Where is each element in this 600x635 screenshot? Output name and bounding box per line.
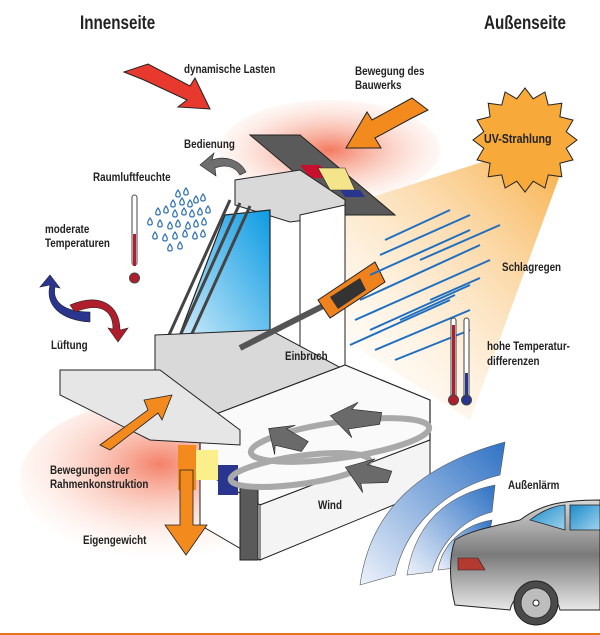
heading-outside: Außenseite bbox=[484, 13, 566, 34]
thermometer-cold bbox=[461, 317, 472, 406]
ventilation-arrow-blue bbox=[39, 274, 91, 323]
label-operation: Bedienung bbox=[184, 137, 235, 151]
droplet bbox=[177, 240, 183, 250]
sun-uv bbox=[472, 87, 578, 193]
label-building-movement-1: Bewegung des bbox=[355, 64, 425, 78]
driving-rain bbox=[349, 209, 501, 361]
pane-2 bbox=[168, 202, 242, 359]
label-driving-rain: Schlagregen bbox=[502, 260, 562, 274]
droplet bbox=[197, 206, 203, 216]
label-uv-radiation: UV-Strahlung bbox=[484, 131, 552, 146]
droplet bbox=[200, 192, 206, 202]
label-frame-movement-1: Bewegungen der bbox=[50, 463, 130, 477]
seal-blue bbox=[340, 190, 365, 197]
droplet bbox=[181, 206, 187, 216]
humidity-droplets bbox=[147, 186, 211, 252]
droplet bbox=[179, 196, 185, 206]
label-outside-noise: Außenlärm bbox=[508, 478, 560, 492]
layer-yellow bbox=[196, 450, 218, 480]
label-room-humidity: Raumluftfeuchte bbox=[93, 170, 171, 184]
droplet bbox=[163, 204, 169, 214]
droplet bbox=[185, 220, 191, 230]
droplet bbox=[201, 216, 207, 226]
droplet bbox=[193, 218, 199, 228]
label-frame-movement-2: Rahmenkonstruktion bbox=[50, 477, 149, 491]
label-building-movement-2: Bauwerks bbox=[355, 78, 402, 92]
droplet bbox=[152, 230, 158, 240]
label-ventilation: Lüftung bbox=[51, 338, 88, 352]
droplet bbox=[147, 216, 153, 226]
label-wind: Wind bbox=[318, 498, 342, 512]
label-burglary: Einbruch bbox=[285, 349, 328, 363]
arrow-dynamic-loads bbox=[122, 63, 211, 110]
droplet bbox=[189, 208, 195, 218]
droplet bbox=[172, 208, 178, 218]
label-moderate-temp-2: Temperaturen bbox=[45, 236, 110, 250]
label-dynamic-loads: dynamische Lasten bbox=[184, 62, 276, 76]
droplet bbox=[183, 186, 189, 196]
droplet bbox=[157, 218, 163, 228]
thermometer-moderate bbox=[129, 194, 140, 284]
droplet bbox=[193, 194, 199, 204]
arrow-operation bbox=[199, 152, 247, 177]
droplet bbox=[182, 228, 188, 238]
droplet bbox=[205, 204, 211, 214]
droplet bbox=[167, 242, 173, 252]
droplet bbox=[200, 228, 206, 238]
droplet bbox=[155, 206, 161, 216]
label-high-temp-diff-2: differenzen bbox=[487, 354, 540, 368]
wind-arrow-2 bbox=[268, 424, 309, 455]
uv-beam bbox=[300, 150, 560, 420]
ventilation-arrow-red bbox=[69, 299, 129, 343]
noise-wave-outer bbox=[359, 441, 506, 586]
label-dead-weight: Eigengewicht bbox=[83, 533, 147, 547]
car bbox=[449, 499, 600, 626]
droplet bbox=[187, 198, 193, 208]
screwdriver-grip bbox=[330, 278, 366, 309]
arrow-frame-movement bbox=[99, 394, 173, 451]
droplet bbox=[192, 230, 198, 240]
arrow-dead-weight bbox=[164, 469, 208, 556]
droplet bbox=[172, 230, 178, 240]
droplet bbox=[175, 188, 181, 198]
droplet bbox=[167, 220, 173, 230]
thermometer-hot bbox=[448, 317, 459, 406]
droplet bbox=[170, 198, 176, 208]
screwdriver-shaft bbox=[238, 302, 327, 351]
wind-arrow-1 bbox=[329, 402, 383, 438]
label-high-temp-diff-1: hohe Temperatur- bbox=[487, 339, 570, 353]
label-moderate-temp-1: moderate bbox=[45, 222, 90, 236]
droplet bbox=[162, 232, 168, 242]
heading-inside: Innenseite bbox=[80, 13, 156, 34]
droplet bbox=[175, 218, 181, 228]
pane-1 bbox=[158, 199, 232, 356]
noise-wave-middle bbox=[406, 484, 496, 576]
layer-grey bbox=[239, 484, 259, 561]
arrow-building-movement bbox=[345, 97, 429, 149]
wind-arrow-3 bbox=[344, 458, 393, 493]
